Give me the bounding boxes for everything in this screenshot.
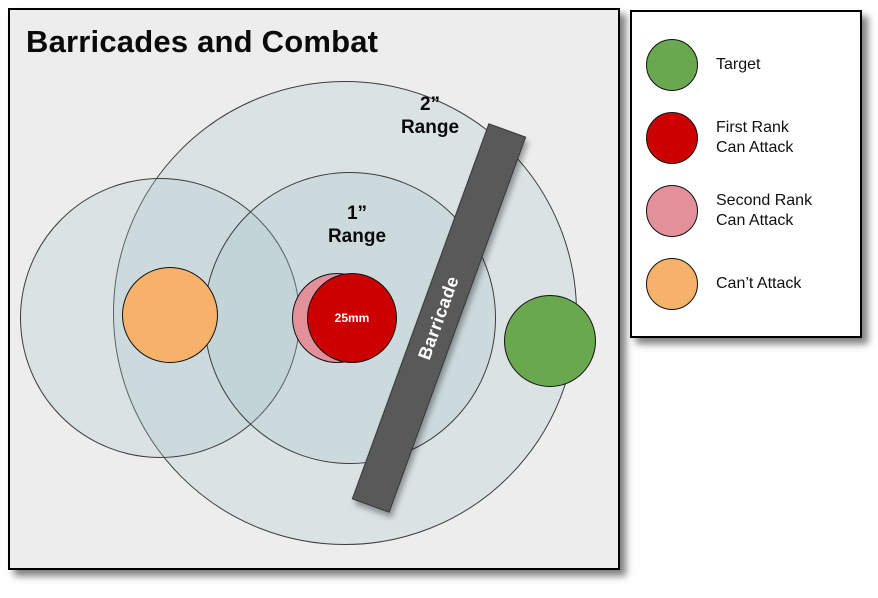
legend-label-cant-attack: Can’t Attack [716, 274, 802, 292]
base-size-label: 25mm [334, 311, 370, 325]
legend-label-second-rank: Second Rank Can Attack [716, 191, 813, 229]
first-rank-swatch [646, 111, 698, 164]
cant-attack-model [122, 267, 218, 363]
second-rank-swatch [646, 184, 698, 237]
range-1-value: 1” [346, 203, 368, 224]
target-model [504, 295, 596, 387]
target-swatch [646, 38, 698, 91]
legend-item-target: Target [646, 38, 846, 91]
legend-label-first-rank: First Rank Can Attack [716, 118, 794, 156]
cant-attack-swatch [646, 257, 698, 310]
legend-label-target: Target [716, 55, 761, 73]
legend-panel: Target First Rank Can Attack Second Rank… [630, 10, 862, 338]
main-panel: Barricades and Combat 25mm Barricade 2” … [8, 8, 620, 570]
page-title: Barricades and Combat [26, 24, 379, 59]
legend-item-second-rank: Second Rank Can Attack [646, 184, 846, 237]
first-rank-model: 25mm [307, 273, 397, 363]
range-2-label: 2” Range [370, 93, 490, 139]
range-2-value: 2” [419, 94, 441, 115]
legend-item-first-rank: First Rank Can Attack [646, 111, 846, 164]
range-1-word: Range [327, 226, 387, 247]
range-2-word: Range [400, 117, 460, 138]
legend-item-cant-attack: Can’t Attack [646, 257, 846, 310]
range-1-label: 1” Range [297, 202, 417, 248]
